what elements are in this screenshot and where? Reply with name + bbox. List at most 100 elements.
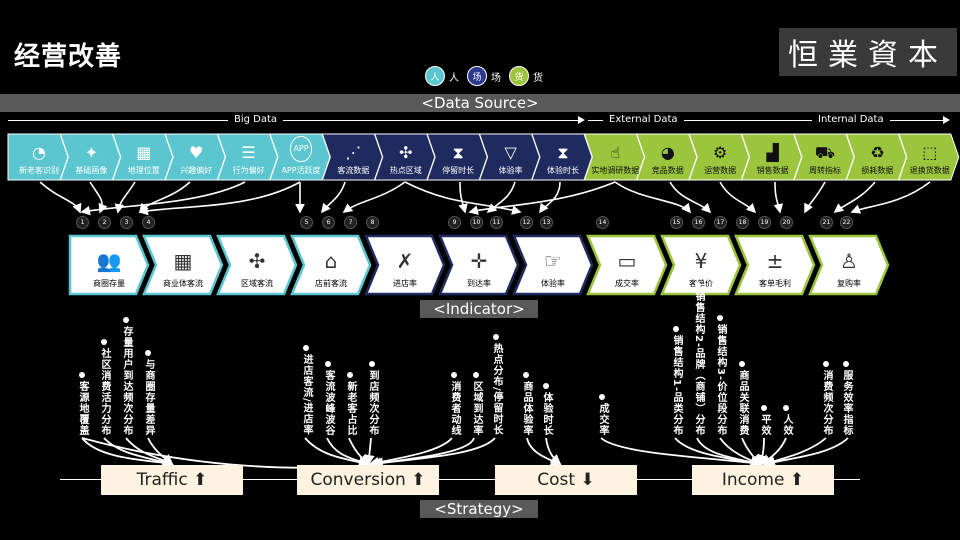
indicator-label: 进店率 <box>393 279 417 288</box>
metric-13: 体验时长 <box>540 383 552 436</box>
metric-number-9: 9 <box>448 216 461 229</box>
indicator-header: <Indicator> <box>420 300 538 318</box>
indicator-label: 客单价 <box>689 279 713 288</box>
legend-label-person: 人 <box>449 72 459 84</box>
metric-bullet-icon <box>473 372 479 378</box>
metric-6: 客流波峰波谷 <box>322 361 334 436</box>
indicator-item-7: ☞体验率 <box>522 236 584 294</box>
indicator-item-8: ▭成交率 <box>596 236 658 294</box>
metric-number-19: 19 <box>758 216 771 229</box>
metric-2: 社区消费活力分布 <box>98 339 110 436</box>
calculator-icon: ± <box>766 249 784 273</box>
indicator-label: 体验率 <box>541 279 565 288</box>
source-item-17: ♻损耗数据 <box>852 134 902 180</box>
source-item-14: ⚙运营数据 <box>695 134 745 180</box>
metric-text: 平效 <box>759 414 770 436</box>
source-label: 热点区域 <box>389 166 422 175</box>
source-label: 行为偏好 <box>232 166 265 175</box>
gear-icon: ⚙ <box>713 143 728 162</box>
indicator-label: 商业体客流 <box>163 279 203 288</box>
app-icon: APP <box>290 136 312 162</box>
indicator-chevron-6 <box>438 234 520 296</box>
metric-21: 消费频次分布 <box>820 361 832 436</box>
metric-8: 到店频次分布 <box>366 361 378 436</box>
indicator-item-11: ♙ 复购率 <box>818 236 880 294</box>
metric-number-17: 17 <box>714 216 727 229</box>
source-label: 兴趣偏好 <box>180 166 213 175</box>
metric-text: 与商圈存量差异 <box>143 359 154 436</box>
indicator-item-1: 👥商圈存量 <box>78 236 140 294</box>
source-item-11: ⧗体验时长 <box>538 134 588 180</box>
page-title: 经营改善 <box>14 42 123 72</box>
indicator-item-4: ⌂店前客流 <box>300 236 362 294</box>
metric-text: 服务效率指标 <box>841 370 852 436</box>
metric-number-1: 1 <box>76 216 89 229</box>
metric-bullet-icon <box>303 345 309 352</box>
metric-text: 到店频次分布 <box>367 370 378 436</box>
metric-bullet-icon <box>101 339 107 345</box>
strategy-icon: ✗ <box>396 249 414 273</box>
metric-bullet-icon <box>325 361 331 367</box>
person-legend-icon: 人 <box>425 66 445 86</box>
source-item-18: ⬚退换货数据 <box>905 134 955 180</box>
cart-icon: ⛟ <box>814 143 836 162</box>
indicator-chevron-11 <box>808 234 890 296</box>
big-data-arrow-icon <box>578 116 585 124</box>
source-chevron-18 <box>898 133 960 181</box>
indicator-item-3: ✣区域客流 <box>226 236 288 294</box>
big-data-band-line <box>8 120 580 121</box>
metric-5: 进店客流/进店率 <box>300 345 312 436</box>
strategy-baseline <box>60 479 860 480</box>
indicator-chevron-10 <box>734 234 816 296</box>
lightbulb-icon: ✦ <box>84 143 99 162</box>
bar-chart-icon: ▟ <box>766 143 779 162</box>
metric-text: 商品关联消费 <box>737 370 748 436</box>
source-item-8: ✣热点区域 <box>381 134 431 180</box>
metric-text: 热点分布/停留时长 <box>491 343 502 436</box>
external-data-label: External Data <box>603 114 684 126</box>
metric-number-18: 18 <box>736 216 749 229</box>
source-label: 新老客识别 <box>19 166 59 175</box>
indicator-chevron-8 <box>586 234 668 296</box>
metric-text: 社区消费活力分布 <box>99 348 110 436</box>
indicator-label: 到达率 <box>467 279 491 288</box>
source-label: APP活跃度 <box>281 166 321 175</box>
line-chart-icon: ⋰ <box>345 143 362 162</box>
indicator-label: 复购率 <box>837 279 861 288</box>
metric-bullet-icon <box>823 361 829 367</box>
indicator-chevron-2 <box>142 234 224 296</box>
metric-text: 客流波峰波谷 <box>323 370 334 436</box>
funnel-icon: ▽ <box>504 143 517 162</box>
metric-bullet-icon <box>493 334 499 341</box>
source-label: 体验时长 <box>547 166 579 175</box>
metric-18: 商品关联消费 <box>736 361 748 436</box>
source-label: 退换货数据 <box>909 166 950 175</box>
metric-bullet-icon <box>843 361 849 367</box>
source-item-12: ☝实地调研数据 <box>590 134 640 180</box>
metric-15: 销售结构1-品类分布 <box>670 325 682 436</box>
metric-text: 存量用户到达频次分布 <box>121 326 132 436</box>
metric-bullet-icon <box>717 314 723 321</box>
metric-number-20: 20 <box>780 216 793 229</box>
metric-bullet-icon <box>739 361 745 367</box>
indicator-item-5: ✗ 进店率 <box>374 236 436 294</box>
source-item-7: ⋰客流数据 <box>328 134 378 180</box>
metric-number-5: 5 <box>300 216 313 229</box>
metric-number-3: 3 <box>120 216 133 229</box>
metric-16: 销售结构2-品牌（商铺）分布 <box>692 281 704 436</box>
metric-text: 人效 <box>781 414 792 436</box>
person-icon: ♙ <box>840 249 858 273</box>
handshake-icon: ☝ <box>610 143 621 162</box>
metric-bullet-icon <box>523 372 529 378</box>
metric-12: 商品体验率 <box>520 372 532 436</box>
metric-number-12: 12 <box>520 216 533 229</box>
goods-legend-icon: 货 <box>509 66 529 86</box>
strategy-conversion: Conversion ⬆ <box>297 465 439 495</box>
metric-text: 客源地覆盖 <box>77 381 88 436</box>
metric-19: 平效 <box>758 405 770 436</box>
source-item-2: ✦基础画像 <box>66 134 116 180</box>
card-payment-icon: ▭ <box>617 249 637 273</box>
source-item-3: ▦地理位置 <box>119 134 169 180</box>
source-item-15: ▟销售数据 <box>748 134 798 180</box>
target-arrows-icon: ✛ <box>470 249 488 273</box>
